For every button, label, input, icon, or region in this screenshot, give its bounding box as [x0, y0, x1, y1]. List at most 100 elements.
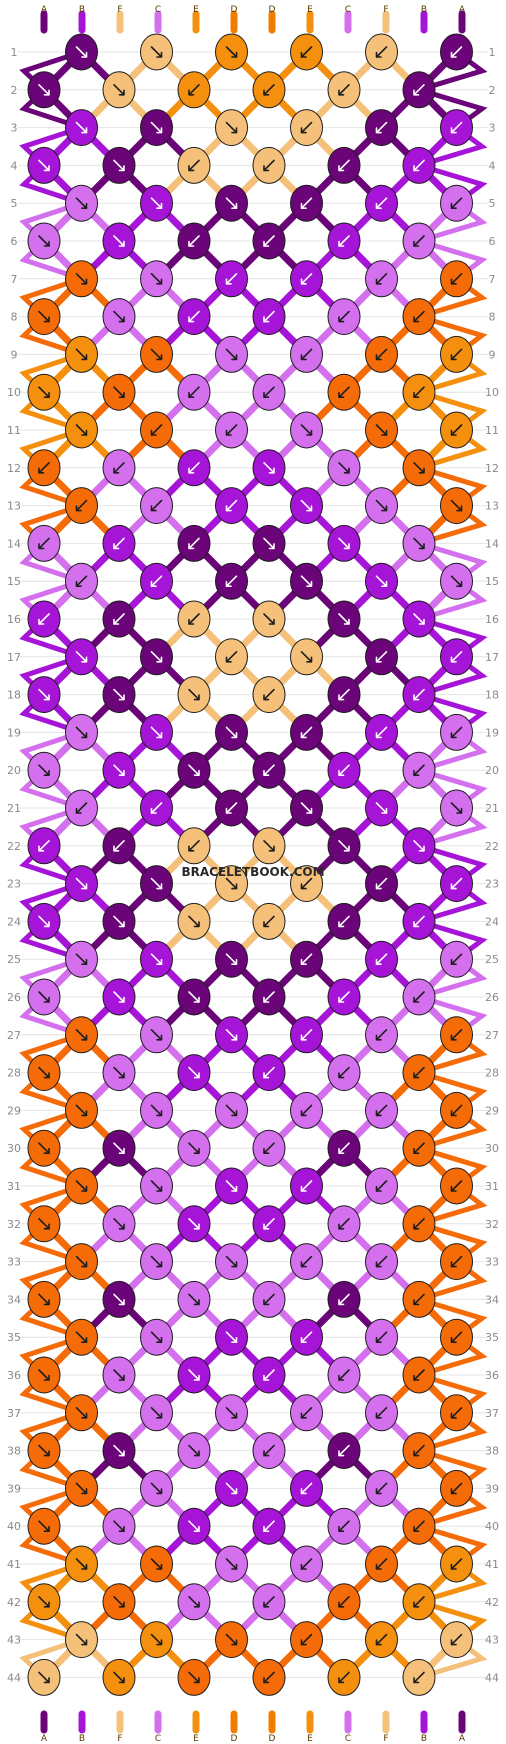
arrow-down-right-icon: [188, 1520, 200, 1532]
arrow-down-left-icon: [450, 46, 463, 58]
knot: [177, 449, 211, 487]
row-number-right: 24: [485, 915, 499, 928]
knot: [290, 260, 323, 298]
arrow-down-right-icon: [150, 651, 163, 663]
knot: [252, 373, 286, 411]
arrow-down-left-icon: [300, 1180, 313, 1192]
arrow-down-right-icon: [75, 651, 88, 663]
knot: [177, 600, 211, 638]
row-number-right: 11: [485, 424, 499, 437]
arrow-down-left-icon: [188, 462, 200, 474]
row-number-right: 25: [485, 953, 499, 966]
arrow-down-right-icon: [38, 386, 50, 398]
arrow-down-right-icon: [150, 877, 163, 890]
arrow-down-left-icon: [375, 651, 388, 663]
knot: [65, 1243, 98, 1281]
arrow-down-right-icon: [75, 1482, 88, 1495]
arrow-down-right-icon: [150, 1482, 163, 1495]
row-number-right: 35: [485, 1331, 499, 1344]
knot: [27, 449, 61, 487]
arrow-down-left-icon: [413, 915, 425, 928]
knot: [440, 487, 473, 525]
knot-layer: [27, 33, 473, 1696]
arrow-down-right-icon: [225, 348, 238, 361]
knot: [402, 600, 436, 638]
arrow-down-right-icon: [38, 764, 50, 776]
arrow-down-left-icon: [263, 1520, 275, 1532]
knot: [252, 827, 286, 865]
arrow-down-left-icon: [150, 424, 163, 436]
arrow-down-right-icon: [113, 1520, 125, 1532]
knot: [402, 146, 436, 184]
knot: [27, 146, 61, 184]
row-number-right: 41: [485, 1558, 499, 1571]
row-number-right: 16: [485, 613, 499, 626]
strand-letter-top: E: [307, 5, 313, 15]
arrow-down-right-icon: [225, 726, 238, 739]
knot: [177, 222, 211, 260]
arrow-down-left-icon: [38, 462, 50, 474]
row-number-left: 27: [7, 1029, 21, 1042]
knot: [65, 713, 98, 751]
strand-letter-top: D: [231, 5, 238, 15]
row-number-left: 12: [7, 462, 21, 475]
knot: [402, 978, 436, 1016]
arrow-down-right-icon: [75, 1029, 88, 1041]
knot: [27, 373, 61, 411]
row-number-right: 3: [489, 122, 496, 135]
arrow-down-left-icon: [300, 348, 313, 361]
knot: [440, 1091, 473, 1129]
knot: [102, 222, 136, 260]
knot: [252, 449, 286, 487]
knot: [252, 902, 286, 940]
knot: [252, 1583, 286, 1621]
row-number-left: 25: [7, 953, 21, 966]
knot: [365, 1167, 398, 1205]
arrow-down-right-icon: [188, 1066, 200, 1079]
arrow-down-right-icon: [38, 1218, 50, 1230]
arrow-down-left-icon: [450, 953, 463, 965]
knot: [215, 260, 248, 298]
arrow-down-left-icon: [338, 991, 350, 1003]
knot: [177, 751, 211, 789]
arrow-down-right-icon: [75, 1180, 88, 1192]
arrow-down-right-icon: [113, 1293, 125, 1306]
knot: [102, 449, 136, 487]
knot: [65, 1394, 98, 1432]
arrow-down-left-icon: [375, 953, 388, 965]
arrow-down-left-icon: [338, 386, 350, 398]
arrow-down-left-icon: [413, 1596, 425, 1608]
row-number-right: 1: [489, 46, 496, 59]
knot: [365, 562, 398, 600]
arrow-down-right-icon: [113, 1066, 125, 1079]
knot: [215, 713, 248, 751]
knot: [177, 902, 211, 940]
arrow-down-right-icon: [75, 424, 88, 436]
arrow-down-left-icon: [225, 575, 238, 587]
knot: [252, 676, 286, 714]
arrow-down-left-icon: [413, 235, 425, 247]
knot: [215, 1318, 248, 1356]
arrow-down-left-icon: [413, 1142, 425, 1154]
arrow-down-right-icon: [113, 764, 125, 776]
knot: [215, 1167, 248, 1205]
arrow-down-right-icon: [150, 273, 163, 285]
arrow-down-left-icon: [338, 688, 350, 701]
arrow-down-right-icon: [38, 1369, 50, 1381]
arrow-down-right-icon: [38, 1520, 50, 1532]
arrow-down-left-icon: [113, 537, 125, 550]
arrow-down-right-icon: [188, 1444, 200, 1457]
arrow-down-left-icon: [413, 991, 425, 1003]
arrow-down-right-icon: [75, 726, 88, 739]
knot: [140, 33, 173, 71]
arrow-down-right-icon: [375, 802, 388, 814]
knot: [327, 600, 361, 638]
knot: [252, 298, 286, 336]
knot: [252, 1054, 286, 1092]
knot: [140, 1469, 173, 1507]
knot: [177, 676, 211, 714]
arrow-down-left-icon: [413, 310, 425, 323]
arrow-down-left-icon: [225, 651, 238, 663]
arrow-down-right-icon: [225, 1180, 238, 1192]
arrow-down-left-icon: [263, 84, 275, 96]
